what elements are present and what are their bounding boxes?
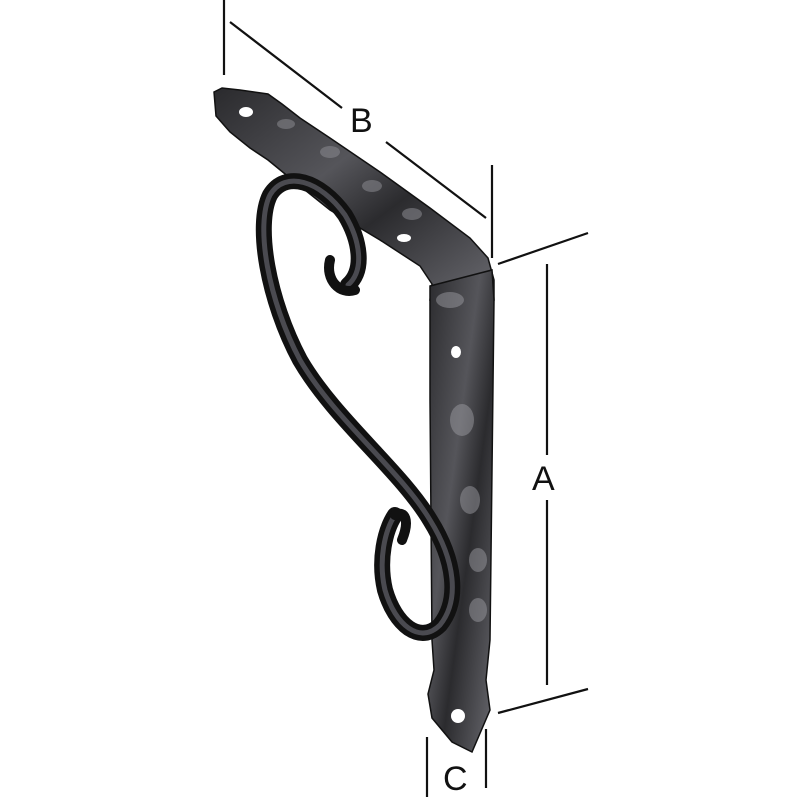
dim-b-line-2 [385,141,487,219]
dim-a-ext-bottom [497,687,589,715]
dimension-label-b: B [350,102,373,140]
dim-a-ext-top [497,231,589,266]
s-scroll [255,173,461,641]
dim-b-line-1 [229,21,343,109]
dimension-label-a: A [532,460,555,498]
bracket-arm [213,87,495,301]
dimension-lines [222,0,589,797]
dimension-label-c: C [443,760,468,798]
bracket-leg [427,269,495,754]
